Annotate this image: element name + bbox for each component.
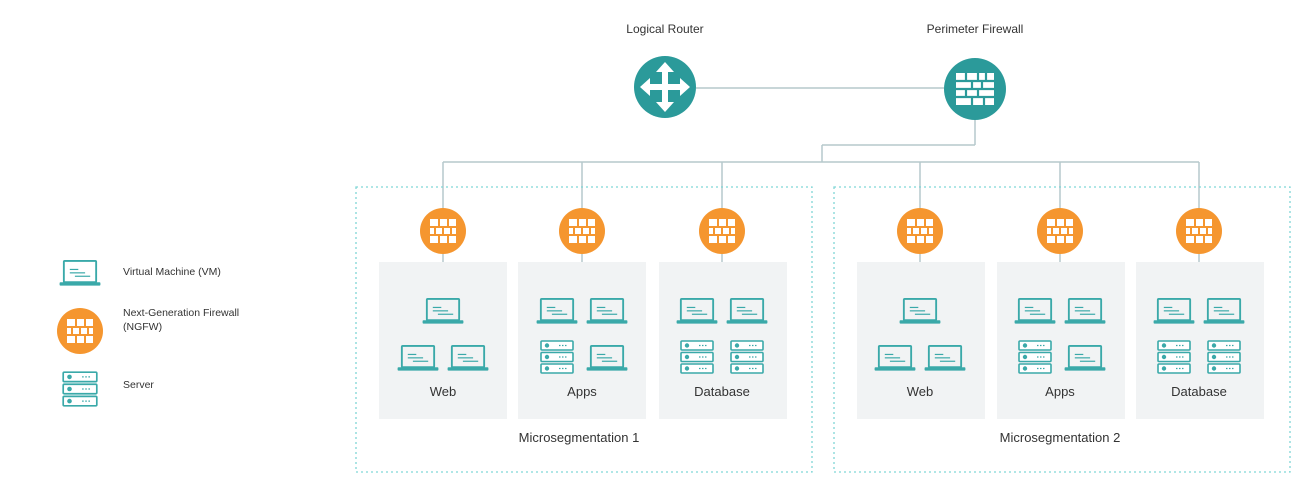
segment-1-label: Microsegmentation 1 (519, 430, 640, 445)
legend-ngfw-label-line2: (NGFW) (123, 321, 162, 333)
tier-panel (659, 262, 787, 419)
ngfw-icon (419, 207, 467, 255)
logical-router (634, 56, 696, 118)
server-icon (680, 340, 714, 374)
column-label: Database (694, 384, 750, 399)
legend-server-label: Server (123, 379, 154, 391)
perimeter-firewall (944, 58, 1006, 120)
ngfw-icon (698, 207, 746, 255)
router-label: Logical Router (626, 22, 703, 36)
column-label: Database (1171, 384, 1227, 399)
column-label: Web (430, 384, 457, 399)
tier-panel (857, 262, 985, 419)
ngfw-icon (1036, 207, 1084, 255)
perimeter-firewall-label: Perimeter Firewall (927, 22, 1024, 36)
legend-ngfw-label-line1: Next-Generation Firewall (123, 307, 239, 319)
router-arrows-icon (640, 62, 690, 112)
tier-panel (1136, 262, 1264, 419)
tier-panel (997, 262, 1125, 419)
server-icon (730, 340, 764, 374)
legend: Virtual Machine (VM) Next-Generation Fir… (56, 260, 239, 407)
ngfw-icon (558, 207, 606, 255)
tier-panel (379, 262, 507, 419)
legend-server-icon (62, 371, 98, 407)
segment-2-label: Microsegmentation 2 (1000, 430, 1121, 445)
tier-panel (518, 262, 646, 419)
server-icon (540, 340, 574, 374)
server-icon (1207, 340, 1241, 374)
server-icon (1157, 340, 1191, 374)
ngfw-icon (1175, 207, 1223, 255)
column-label: Web (907, 384, 934, 399)
column-label: Apps (567, 384, 597, 399)
legend-ngfw-icon (56, 307, 104, 355)
server-icon (1018, 340, 1052, 374)
column-label: Apps (1045, 384, 1075, 399)
legend-vm-label: Virtual Machine (VM) (123, 266, 221, 278)
legend-vm-icon (58, 260, 102, 287)
ngfw-icon (896, 207, 944, 255)
